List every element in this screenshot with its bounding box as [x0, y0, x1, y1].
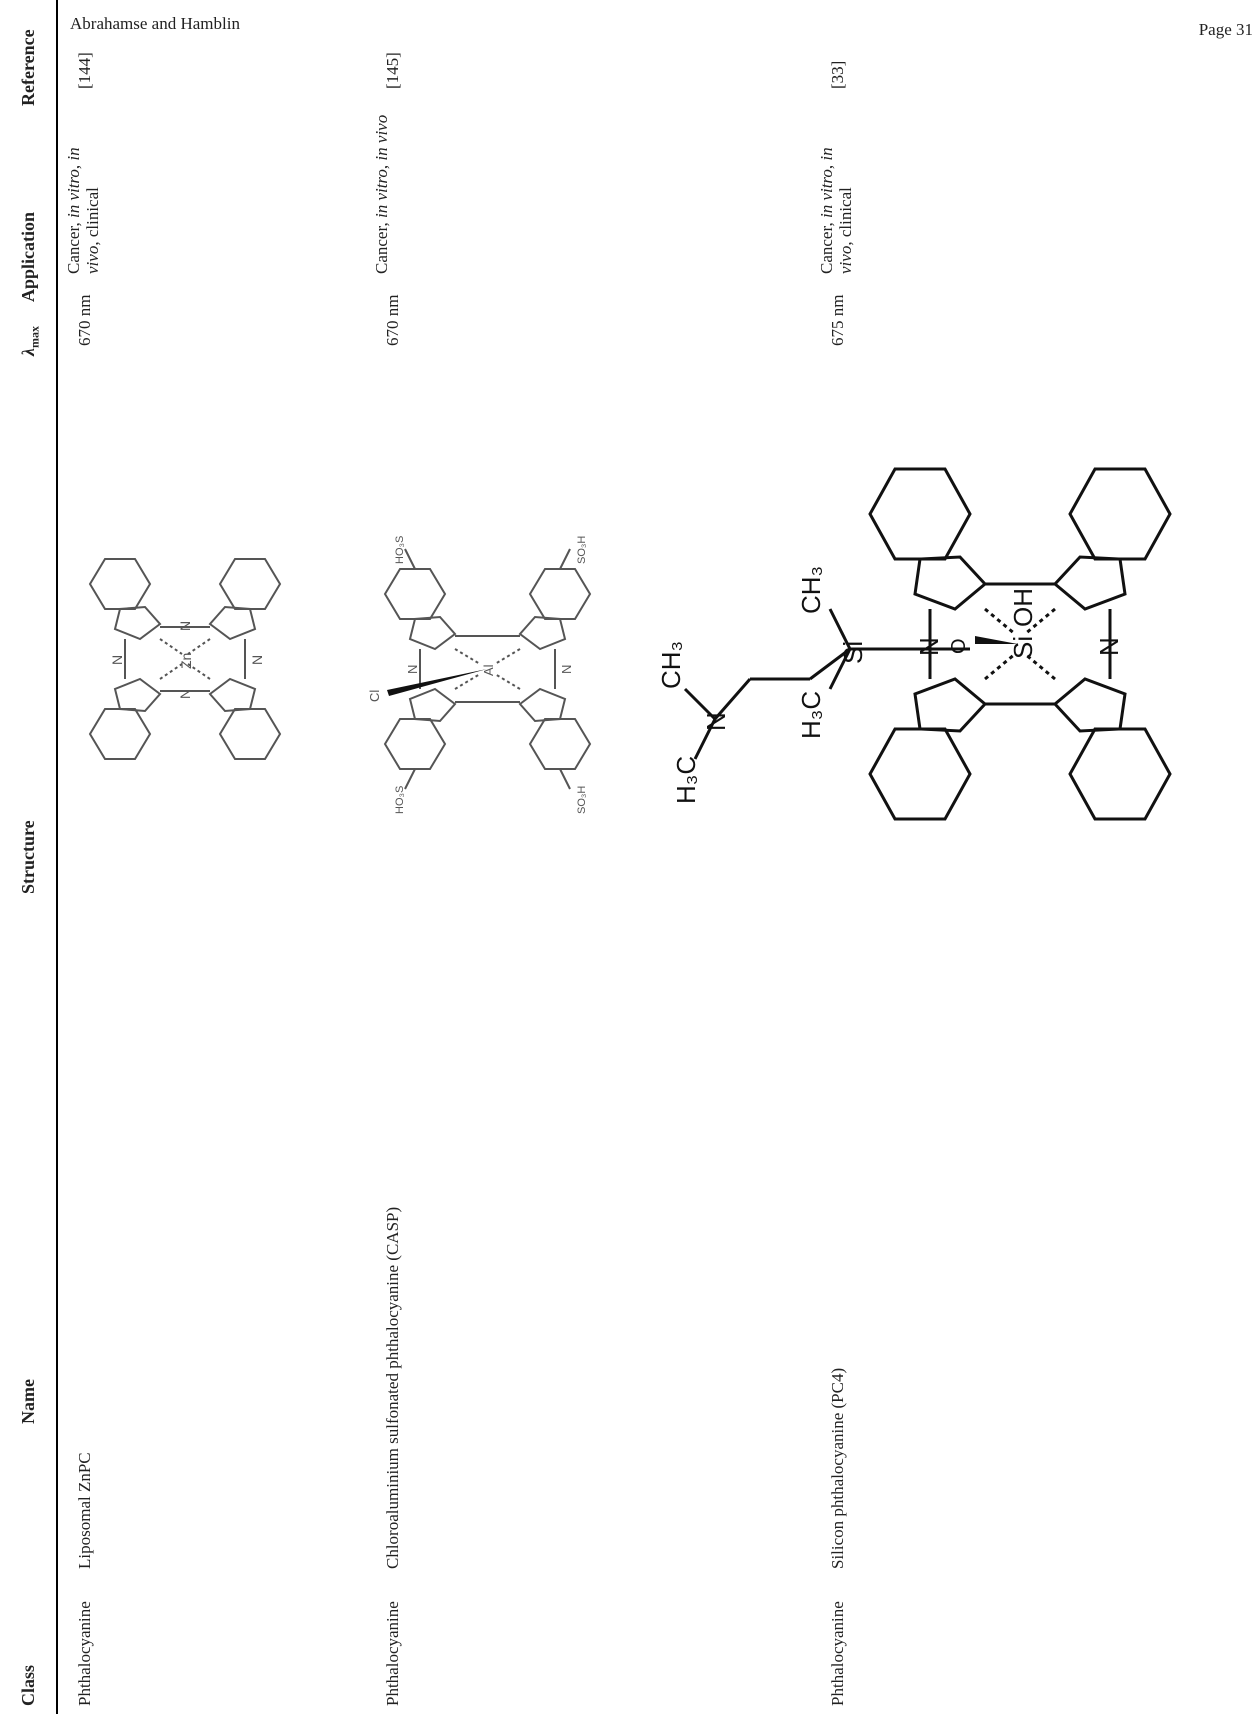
cell-application: Cancer, in vitro, in vivo, clinical [64, 147, 102, 274]
n-atom-label: N [109, 655, 125, 665]
so3h-group-label: SO₃H [576, 786, 588, 814]
cell-class: Phthalocyanine [828, 1601, 847, 1706]
n-atom-label: N [249, 655, 265, 665]
n-atom-label: N [177, 689, 193, 699]
column-header-application: Application [18, 211, 38, 302]
n-atom-label: N [1094, 637, 1124, 656]
al-atom-label: Al [481, 664, 496, 676]
cell-name: Silicon phthalocyanine (PC4) [828, 1367, 847, 1569]
h3c-group-label: H₃C [671, 756, 701, 804]
o-atom-label: O [948, 638, 970, 654]
cell-name: Liposomal ZnPC [75, 1452, 94, 1569]
cell-reference: [144] [75, 52, 94, 89]
so3h-group-label: SO₃H [576, 536, 588, 564]
si-atom-label: Si [838, 641, 868, 664]
silicon-phthalocyanine-pc4-structure-icon: Si OH O Si CH₃ H₃C N CH₃ H₃C N N [656, 467, 1172, 821]
column-header-structure: Structure [18, 820, 38, 894]
cell-application: Cancer, in vitro, in vivo, clinical [817, 147, 855, 274]
si-atom-label: Si [1008, 636, 1038, 659]
zn-atom-label: Zn [178, 653, 194, 669]
cl-atom-label: Cl [367, 690, 382, 702]
cell-reference: [33] [828, 60, 847, 89]
cell-reference: [145] [383, 52, 402, 89]
ho3s-group-label: HO₃S [394, 536, 406, 564]
cell-lambda-max: 670 nm [383, 294, 402, 346]
column-header-class: Class [18, 1664, 38, 1706]
ch3-group-label: CH₃ [656, 641, 686, 689]
ho3s-group-label: HO₃S [394, 786, 406, 814]
rotated-table: Class Name Structure λmax Application Re… [18, 0, 1172, 1714]
ch3-group-label: CH₃ [796, 566, 826, 614]
cell-class: Phthalocyanine [75, 1601, 94, 1706]
cell-class: Phthalocyanine [383, 1601, 402, 1706]
running-header-authors: Abrahamse and Hamblin [70, 14, 240, 33]
zinc-phthalocyanine-structure-icon: Zn N N N N [88, 558, 282, 760]
cell-lambda-max: 670 nm [75, 294, 94, 346]
page-number: Page 31 [1198, 20, 1253, 39]
chloroaluminium-sulfonated-phthalocyanine-structure-icon: Al Cl HO₃S HO₃S SO₃H SO₃H N N [367, 536, 592, 814]
cell-lambda-max: 675 nm [828, 294, 847, 346]
cell-application: Cancer, in vitro, in vivo [372, 114, 391, 274]
n-atom-label: N [559, 665, 574, 674]
oh-group-label: OH [1008, 588, 1038, 627]
header-rule [56, 0, 58, 1714]
column-header-reference: Reference [18, 29, 38, 106]
cell-name: Chloroaluminium sulfonated phthalocyanin… [383, 1206, 402, 1569]
n-atom-label: N [914, 637, 944, 656]
n-atom-label: N [701, 712, 731, 731]
n-atom-label: N [405, 665, 420, 674]
n-atom-label: N [177, 621, 193, 631]
column-header-lambda-max: λmax [18, 326, 42, 356]
h3c-group-label: H₃C [796, 691, 826, 739]
column-header-name: Name [18, 1379, 38, 1424]
